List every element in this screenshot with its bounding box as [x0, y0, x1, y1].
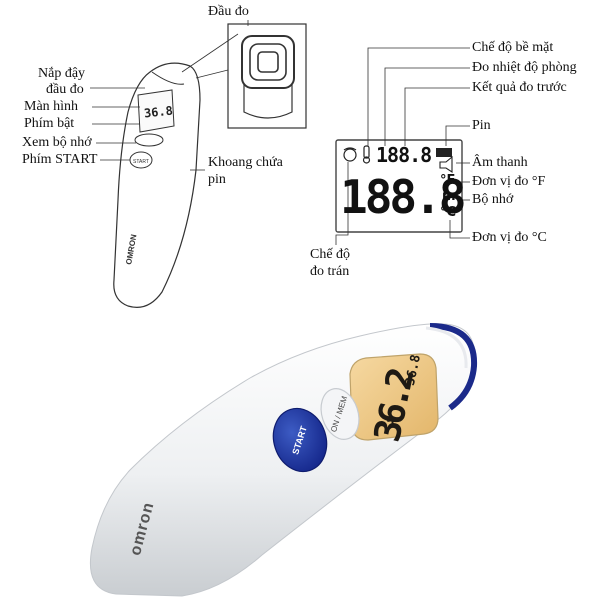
- svg-text:START: START: [133, 159, 149, 165]
- battery-icon: [436, 148, 452, 157]
- label-unit-c: Đơn vị đo °C: [472, 230, 547, 245]
- label-surface-mode: Chế độ bề mặt: [472, 40, 554, 55]
- forehead-mode-icon: [343, 148, 357, 162]
- label-battery-2: pin: [208, 172, 226, 187]
- label-battery: Pin: [472, 118, 491, 133]
- surface-mode-icon: [363, 145, 370, 159]
- label-on-button: Phím bật: [24, 116, 75, 131]
- on-mem-button-shape: [320, 388, 360, 440]
- thermometer-outline: [113, 62, 201, 308]
- label-battery-1: Khoang chứa: [208, 155, 283, 170]
- label-previous-result: Kết quả đo trước: [472, 80, 567, 95]
- lcd-f-symbol: °F: [440, 173, 456, 188]
- photo-unit: °C: [386, 418, 399, 429]
- label-tip: Đầu đo: [208, 4, 249, 19]
- label-memory: Bộ nhớ: [472, 192, 514, 207]
- start-button-photo-shape: [272, 407, 328, 473]
- lcd-c-symbol: °C: [440, 205, 457, 220]
- display-window: [137, 89, 175, 133]
- lcd-big-digits: 188.8: [340, 170, 466, 224]
- label-sound: Âm thanh: [472, 155, 528, 170]
- label-tip-cover-2: đầu đo: [46, 82, 84, 97]
- label-tip-cover-1: Nắp đậy: [38, 66, 86, 81]
- lcd-m-symbol: m: [442, 189, 456, 204]
- label-forehead-2: đo trán: [310, 264, 350, 279]
- label-display: Màn hình: [24, 99, 79, 114]
- label-forehead-1: Chế độ: [310, 247, 351, 262]
- label-unit-f: Đơn vị đo °F: [472, 174, 546, 189]
- on-button-shape: [134, 133, 164, 147]
- label-room-temp: Đo nhiệt độ phòng: [472, 60, 577, 75]
- probe-ring: [429, 323, 478, 411]
- tip-zoom-box: [227, 23, 307, 129]
- sound-icon: [439, 155, 453, 174]
- label-memory-button: Xem bộ nhớ: [22, 135, 92, 150]
- lcd-small-digits: 188.8: [376, 143, 432, 167]
- lcd-frame: [335, 139, 463, 233]
- label-start-button: Phím START: [22, 152, 98, 167]
- photo-lcd: [349, 353, 439, 441]
